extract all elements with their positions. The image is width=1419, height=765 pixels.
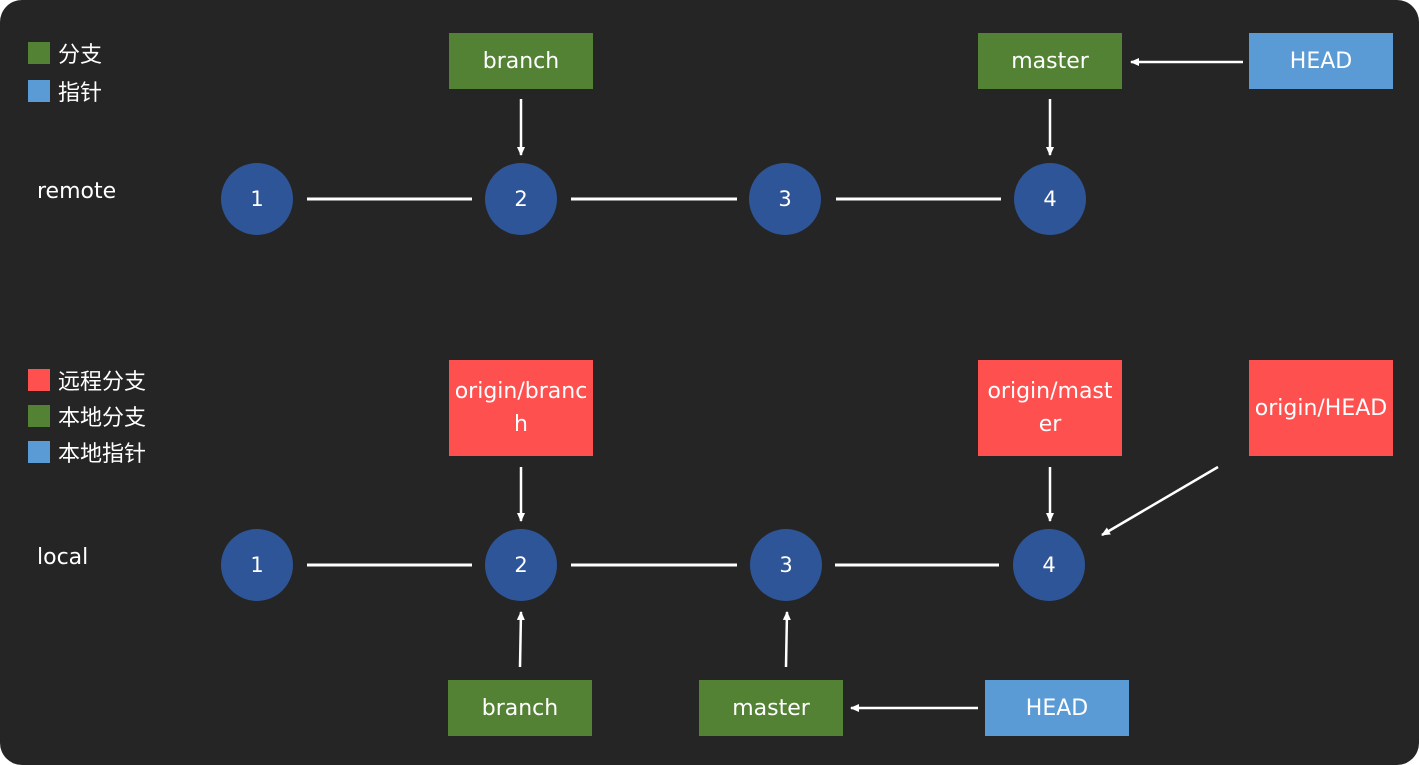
remote-commit-4: 4: [1014, 163, 1086, 235]
legend-local-pointer-swatch: [28, 441, 50, 463]
legend-remote-branch: 远程分支: [28, 364, 146, 396]
legend-pointer-label: 指针: [58, 81, 103, 106]
legend-pointer: 指针: [28, 75, 102, 107]
origin-branch-ref: origin/branch: [449, 360, 593, 456]
local-commit-4: 4: [1013, 529, 1085, 601]
origin-head-ref: origin/HEAD: [1249, 360, 1393, 456]
local-arrow-master-to-3: [782, 611, 791, 668]
remote-commit-3: 3: [749, 163, 821, 235]
legend-local-pointer-label: 本地指针: [58, 442, 147, 467]
local-head-ref: HEAD: [985, 680, 1129, 736]
local-master-ref: master: [699, 680, 843, 736]
legend-remote-branch-label: 远程分支: [58, 370, 147, 395]
legend-branch: 分支: [28, 37, 102, 69]
legend-local-branch-label: 本地分支: [58, 406, 147, 431]
remote-commit-1: 1: [221, 163, 293, 235]
remote-commit-2: 2: [485, 163, 557, 235]
local-commit-3: 3: [750, 529, 822, 601]
legend-pointer-swatch: [28, 80, 50, 102]
local-row-label: local: [37, 545, 89, 570]
legend-local-branch-swatch: [28, 405, 50, 427]
legend-branch-label: 分支: [58, 43, 103, 68]
local-branch-ref: branch: [448, 680, 592, 736]
legend-branch-swatch: [28, 42, 50, 64]
origin-master-ref: origin/master: [978, 360, 1122, 456]
remote-master-ref: master: [978, 33, 1122, 89]
local-commit-1: 1: [221, 529, 293, 601]
local-arrow-branch-to-2: [516, 611, 525, 668]
remote-head-ref: HEAD: [1249, 33, 1393, 89]
local-commit-2: 2: [485, 529, 557, 601]
legend-local-pointer: 本地指针: [28, 436, 146, 468]
remote-branch-ref: branch: [449, 33, 593, 89]
legend-remote-branch-swatch: [28, 369, 50, 391]
remote-row-label: remote: [37, 179, 117, 204]
local-arrow-origin-head-to-4: [1101, 465, 1219, 537]
legend-local-branch: 本地分支: [28, 400, 146, 432]
